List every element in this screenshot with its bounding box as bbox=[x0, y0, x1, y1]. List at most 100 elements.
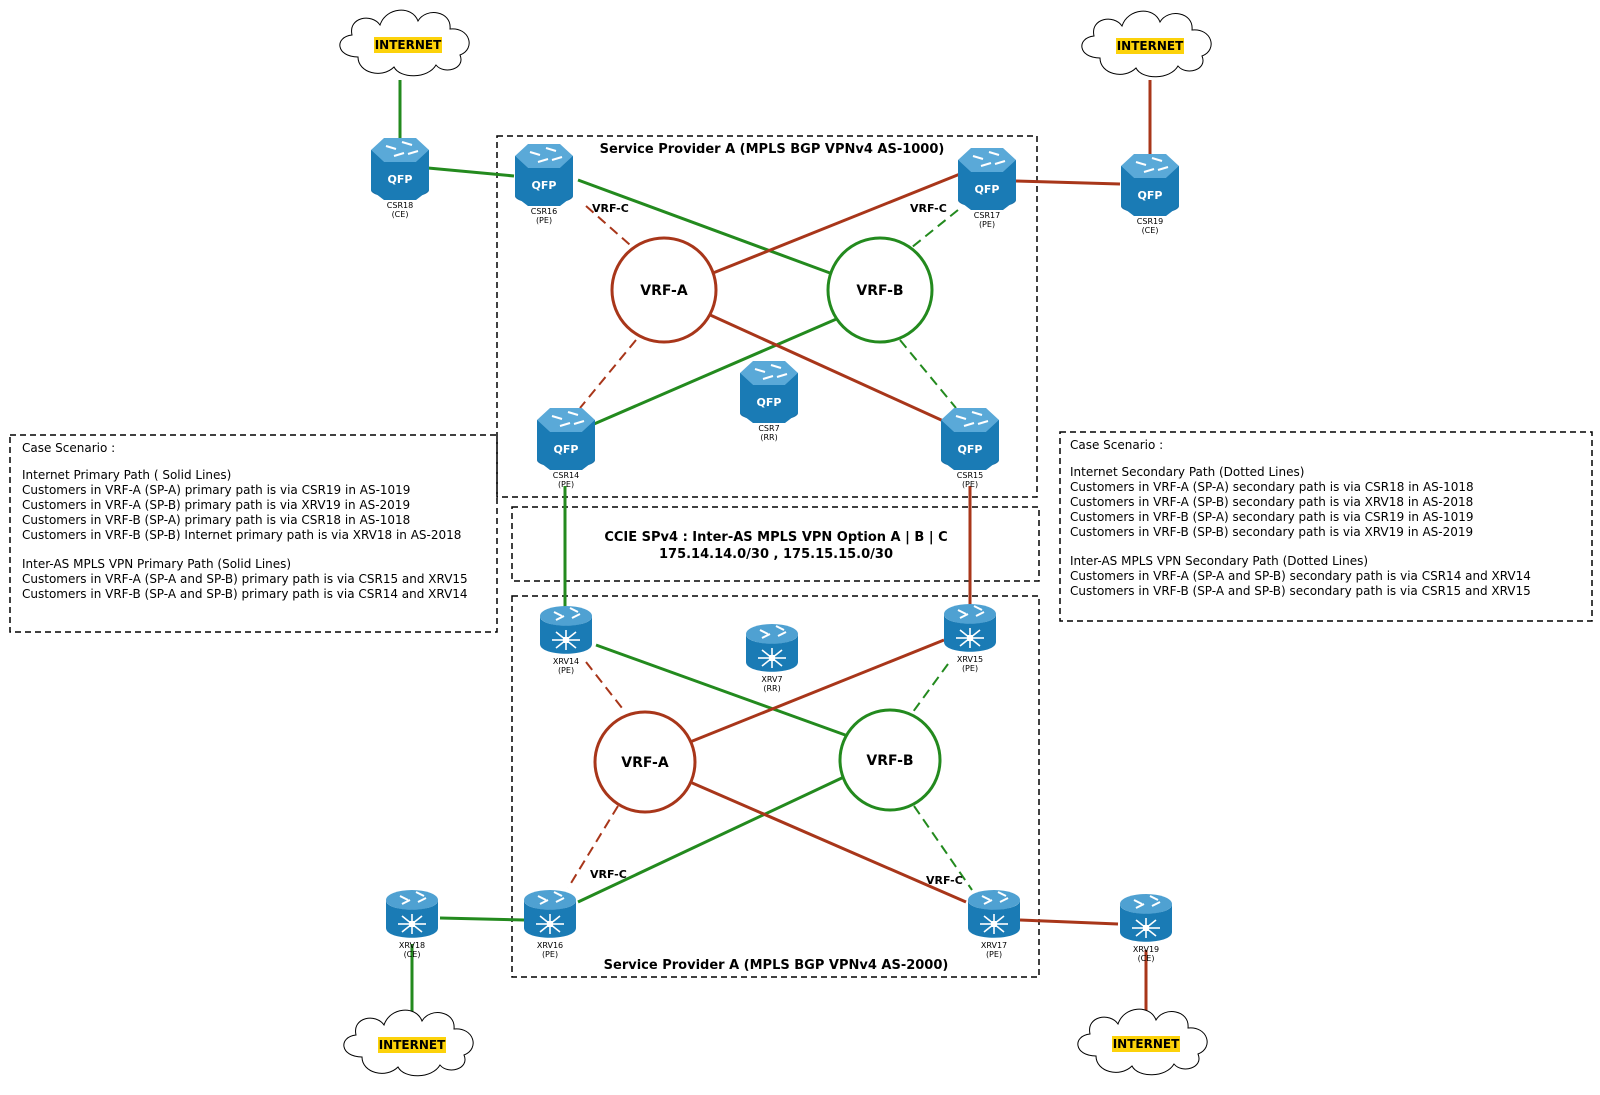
csr18-role: (CE) bbox=[392, 210, 409, 219]
csr7-name: CSR7 bbox=[758, 424, 779, 433]
right-group2-title: Inter-AS MPLS VPN Secondary Path (Dotted… bbox=[1070, 554, 1368, 568]
csr15-role: (PE) bbox=[962, 480, 978, 489]
svg-text:QFP: QFP bbox=[975, 183, 1000, 196]
left-group2-line: Customers in VRF-A (SP-A and SP-B) prima… bbox=[22, 572, 468, 586]
xrv16-name: XRV16 bbox=[537, 941, 563, 950]
internet-cloud-top-right: INTERNET bbox=[1081, 10, 1212, 78]
interas-box bbox=[511, 506, 1040, 582]
svg-text:QFP: QFP bbox=[388, 173, 413, 186]
csr19-role: (CE) bbox=[1142, 226, 1159, 235]
csr14-router-icon: QFP CSR14 (PE) bbox=[536, 407, 596, 489]
vrf-b-label-bottom: VRF-B bbox=[866, 753, 913, 769]
internet-label: INTERNET bbox=[1113, 1037, 1180, 1051]
internet-label: INTERNET bbox=[375, 38, 442, 52]
vrf-c-label-xrv17: VRF-C bbox=[926, 874, 963, 887]
csr15-name: CSR15 bbox=[957, 471, 983, 480]
left-group1-title: Internet Primary Path ( Solid Lines) bbox=[22, 468, 231, 482]
right-group2-line: Customers in VRF-A (SP-A and SP-B) secon… bbox=[1070, 569, 1531, 583]
interas-subnets: 175.14.14.0/30 , 175.15.15.0/30 bbox=[659, 547, 893, 562]
sp-a-as2000-title: Service Provider A (MPLS BGP VPNv4 AS-20… bbox=[604, 958, 949, 973]
vrf-b-circle-top bbox=[826, 236, 934, 344]
csr17-role: (PE) bbox=[979, 220, 995, 229]
csr18-router-icon: QFP CSR18 (CE) bbox=[370, 137, 430, 219]
link-vrfa-xrv16-dashed bbox=[567, 805, 619, 889]
left-group2-title: Inter-AS MPLS VPN Primary Path (Solid Li… bbox=[22, 557, 291, 571]
link-csr17-vrfb-dashed bbox=[905, 209, 959, 253]
link-vrfb-xrv17-dashed bbox=[913, 805, 973, 891]
xrv18-name: XRV18 bbox=[399, 941, 425, 950]
right-group2-line: Customers in VRF-B (SP-A and SP-B) secon… bbox=[1070, 584, 1531, 598]
csr14-name: CSR14 bbox=[553, 471, 579, 480]
link-csr17-csr19 bbox=[1015, 179, 1121, 186]
csr15-router-icon: QFP CSR15 (PE) bbox=[940, 407, 1000, 489]
csr18-name: CSR18 bbox=[387, 201, 413, 210]
xrv18-role: (CE) bbox=[404, 950, 421, 959]
xrv15-role: (PE) bbox=[962, 664, 978, 673]
xrv19-name: XRV19 bbox=[1133, 945, 1159, 954]
internet-cloud-top-left: INTERNET bbox=[339, 9, 470, 77]
svg-text:QFP: QFP bbox=[757, 396, 782, 409]
link-xrv14-vrfb bbox=[595, 643, 849, 738]
right-scenario-text: Case Scenario : Internet Secondary Path … bbox=[1070, 438, 1531, 598]
xrv14-name: XRV14 bbox=[553, 657, 579, 666]
link-vrfa-csr14-dashed bbox=[579, 339, 637, 409]
vrf-a-circle-bottom bbox=[593, 710, 697, 814]
left-scenario-heading: Case Scenario : bbox=[22, 441, 115, 455]
left-scenario-box bbox=[9, 434, 498, 633]
internet-cloud-bottom-right: INTERNET bbox=[1077, 1008, 1208, 1076]
vrf-a-circle-top bbox=[610, 236, 718, 344]
xrv7-router-icon: XRV7 (RR) bbox=[745, 623, 799, 693]
link-vrfb-xrv16 bbox=[577, 774, 847, 904]
xrv16-router-icon: XRV16 (PE) bbox=[523, 889, 577, 959]
sp-a-as1000-title: Service Provider A (MPLS BGP VPNv4 AS-10… bbox=[600, 142, 945, 157]
vrf-b-circle-bottom bbox=[838, 708, 942, 812]
link-vrfa-csr15 bbox=[707, 312, 951, 426]
vrf-c-label-csr17: VRF-C bbox=[910, 202, 947, 215]
right-scenario-heading: Case Scenario : bbox=[1070, 438, 1163, 452]
left-group1-line: Customers in VRF-A (SP-B) primary path i… bbox=[22, 498, 410, 512]
internet-label: INTERNET bbox=[1117, 39, 1184, 53]
right-scenario-box bbox=[1059, 431, 1593, 622]
left-group1-line: Customers in VRF-B (SP-B) Internet prima… bbox=[22, 528, 461, 542]
csr19-name: CSR19 bbox=[1137, 217, 1163, 226]
link-csr16-vrfa-dashed bbox=[585, 205, 639, 253]
sp-a-as2000-box bbox=[511, 595, 1040, 978]
xrv17-router-icon: XRV17 (PE) bbox=[967, 889, 1021, 959]
interas-title: CCIE SPv4 : Inter-AS MPLS VPN Option A |… bbox=[604, 530, 947, 545]
link-xrv17-xrv19 bbox=[1019, 918, 1119, 926]
csr16-router-icon: QFP CSR16 (PE) bbox=[514, 143, 574, 225]
vrf-a-label-bottom: VRF-A bbox=[621, 755, 669, 771]
left-group2-line: Customers in VRF-B (SP-A and SP-B) prima… bbox=[22, 587, 468, 601]
link-csr18-csr16 bbox=[427, 166, 515, 178]
xrv16-role: (PE) bbox=[542, 950, 558, 959]
xrv19-router-icon: XRV19 (CE) bbox=[1119, 893, 1173, 963]
csr16-role: (PE) bbox=[536, 216, 552, 225]
left-group1-line: Customers in VRF-B (SP-A) primary path i… bbox=[22, 513, 410, 527]
right-group1-line: Customers in VRF-B (SP-A) secondary path… bbox=[1070, 510, 1474, 524]
xrv14-router-icon: XRV14 (PE) bbox=[539, 605, 593, 675]
link-xrv14-vrfa-dashed bbox=[585, 661, 623, 709]
csr17-name: CSR17 bbox=[974, 211, 1000, 220]
internet-label: INTERNET bbox=[379, 1038, 446, 1052]
link-vrfb-csr14 bbox=[593, 312, 849, 426]
xrv18-router-icon: XRV18 (CE) bbox=[385, 889, 439, 959]
link-xrv15-vrfb-dashed bbox=[909, 663, 949, 717]
sp-a-as1000-box bbox=[496, 135, 1038, 498]
csr17-router-icon: QFP CSR17 (PE) bbox=[957, 147, 1017, 229]
right-group1-title: Internet Secondary Path (Dotted Lines) bbox=[1070, 465, 1304, 479]
svg-text:QFP: QFP bbox=[1138, 189, 1163, 202]
csr19-router-icon: QFP CSR19 (CE) bbox=[1120, 153, 1180, 235]
right-group1-line: Customers in VRF-B (SP-B) secondary path… bbox=[1070, 525, 1473, 539]
csr7-role: (RR) bbox=[760, 433, 777, 442]
right-group1-line: Customers in VRF-A (SP-A) secondary path… bbox=[1070, 480, 1474, 494]
left-group1-line: Customers in VRF-A (SP-A) primary path i… bbox=[22, 483, 410, 497]
link-vrfb-csr15-dashed bbox=[899, 339, 957, 409]
svg-text:QFP: QFP bbox=[554, 443, 579, 456]
link-csr17-vrfa bbox=[707, 172, 961, 277]
vrf-c-label-xrv16: VRF-C bbox=[590, 868, 627, 881]
xrv19-role: (CE) bbox=[1138, 954, 1155, 963]
vrf-a-label-top: VRF-A bbox=[640, 283, 688, 299]
svg-text:QFP: QFP bbox=[958, 443, 983, 456]
xrv17-role: (PE) bbox=[986, 950, 1002, 959]
